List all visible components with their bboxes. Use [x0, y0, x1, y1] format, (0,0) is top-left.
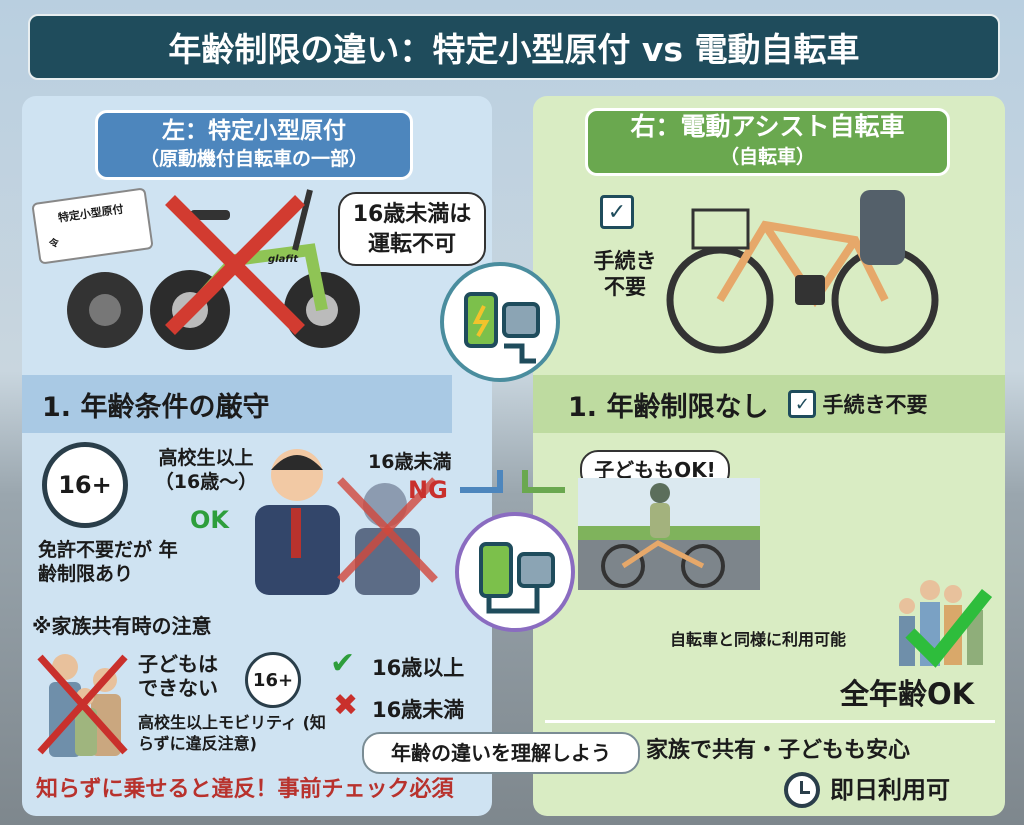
all-ages-ok: 全年齢OK	[840, 677, 975, 711]
battery-motor-circle-2	[455, 512, 575, 632]
checkbox-icon: ✓	[788, 390, 817, 418]
cross-icon: ✖	[333, 688, 359, 723]
left-section-heading: 1. 年齢条件の厳守	[22, 375, 452, 433]
brand-logo: glafit	[268, 254, 298, 265]
battery-motor-circle	[440, 262, 560, 382]
checkbox-icon: ✓	[600, 195, 634, 229]
same-day-text: 即日利用可	[830, 776, 950, 804]
right-section-title: 1. 年齢制限なし	[568, 391, 769, 423]
scooter-illustration	[67, 189, 360, 350]
right-section-heading: 1. 年齢制限なし ✓手続き不要	[533, 375, 1005, 433]
right-header-title: 右：電動アシスト自転車	[630, 112, 905, 141]
same-as-bike-text: 自転車と同様に利用可能	[670, 630, 847, 649]
mobility-text: 高校生以上モビリティ (知らずに違反注意)	[138, 713, 326, 753]
family-crossed-icon	[37, 654, 128, 757]
family-check-icon	[899, 580, 993, 668]
ng-label: NG	[408, 476, 448, 504]
kids-cannot-text: 子どもは できない	[138, 652, 218, 700]
right-header: 右：電動アシスト自転車 （自転車）	[585, 108, 950, 176]
family-share-text: 家族で共有・子どもも安心	[646, 738, 911, 763]
under16-label: 16歳未満	[372, 698, 465, 722]
battery-motor-icon	[479, 542, 555, 614]
left-header-title: 左：特定小型原付	[162, 118, 346, 144]
check-icon: ✔	[330, 646, 356, 681]
age-16-badge-icon: 16+	[245, 652, 301, 708]
ok-condition-text: 高校生以上 （16歳～）	[154, 447, 258, 493]
battery-motor-icon	[464, 292, 540, 364]
right-header-sub: （自転車）	[719, 146, 815, 168]
divider	[545, 720, 995, 723]
age-16-timer-icon: 16+	[42, 442, 128, 528]
section-badge: 手続き不要	[822, 393, 928, 417]
page-title: 年齢制限の違い：特定小型原付 vs 電動自転車	[28, 14, 1000, 80]
ok-label: OK	[190, 506, 229, 534]
family-note-title: ※家族共有時の注意	[32, 614, 212, 638]
over16-label: 16歳以上	[372, 656, 465, 680]
ng-condition-text: 16歳未満	[368, 451, 452, 473]
no-procedure-label: 手続き 不要	[593, 249, 657, 299]
left-header-sub: （原動機付自転車の一部）	[139, 148, 368, 170]
understand-age-pill: 年齢の違いを理解しよう	[362, 732, 640, 774]
warning-text: 知らずに乗せると違反！事前チェック必須	[36, 777, 454, 802]
note-text: 免許不要だが 年齢制限あり	[38, 539, 178, 585]
students-illustration	[255, 449, 438, 595]
child-riding-illustration	[578, 478, 760, 590]
under16-bubble: 16歳未満は 運転不可	[338, 192, 486, 266]
left-header: 左：特定小型原付 （原動機付自転車の一部）	[95, 110, 413, 180]
arrows-icon	[460, 470, 565, 493]
e-bike-illustration	[666, 190, 939, 354]
clock-icon	[784, 772, 820, 808]
